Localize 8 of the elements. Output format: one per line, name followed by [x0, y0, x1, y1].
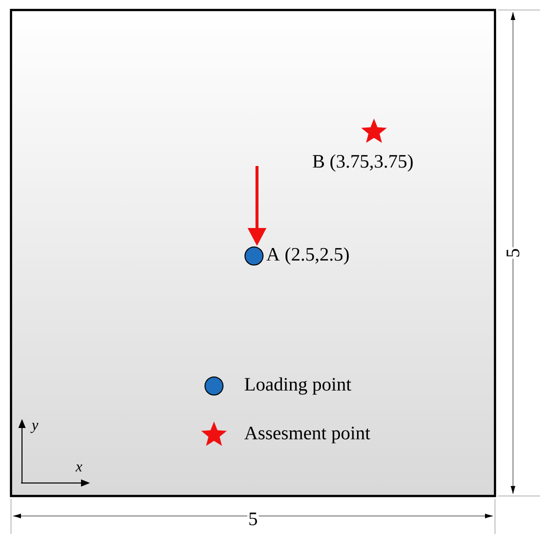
dimension-value: 5 [247, 512, 259, 526]
dimension-value: 5 [506, 247, 520, 259]
axis-label: y [30, 422, 38, 434]
legend-text: Assesment point [244, 426, 370, 444]
axis-label: x [76, 464, 82, 472]
legend-text: Loading point [244, 377, 352, 395]
point-label: A (2.5,2.5) [266, 247, 349, 265]
point-label: B (3.75,3.75) [312, 154, 413, 172]
